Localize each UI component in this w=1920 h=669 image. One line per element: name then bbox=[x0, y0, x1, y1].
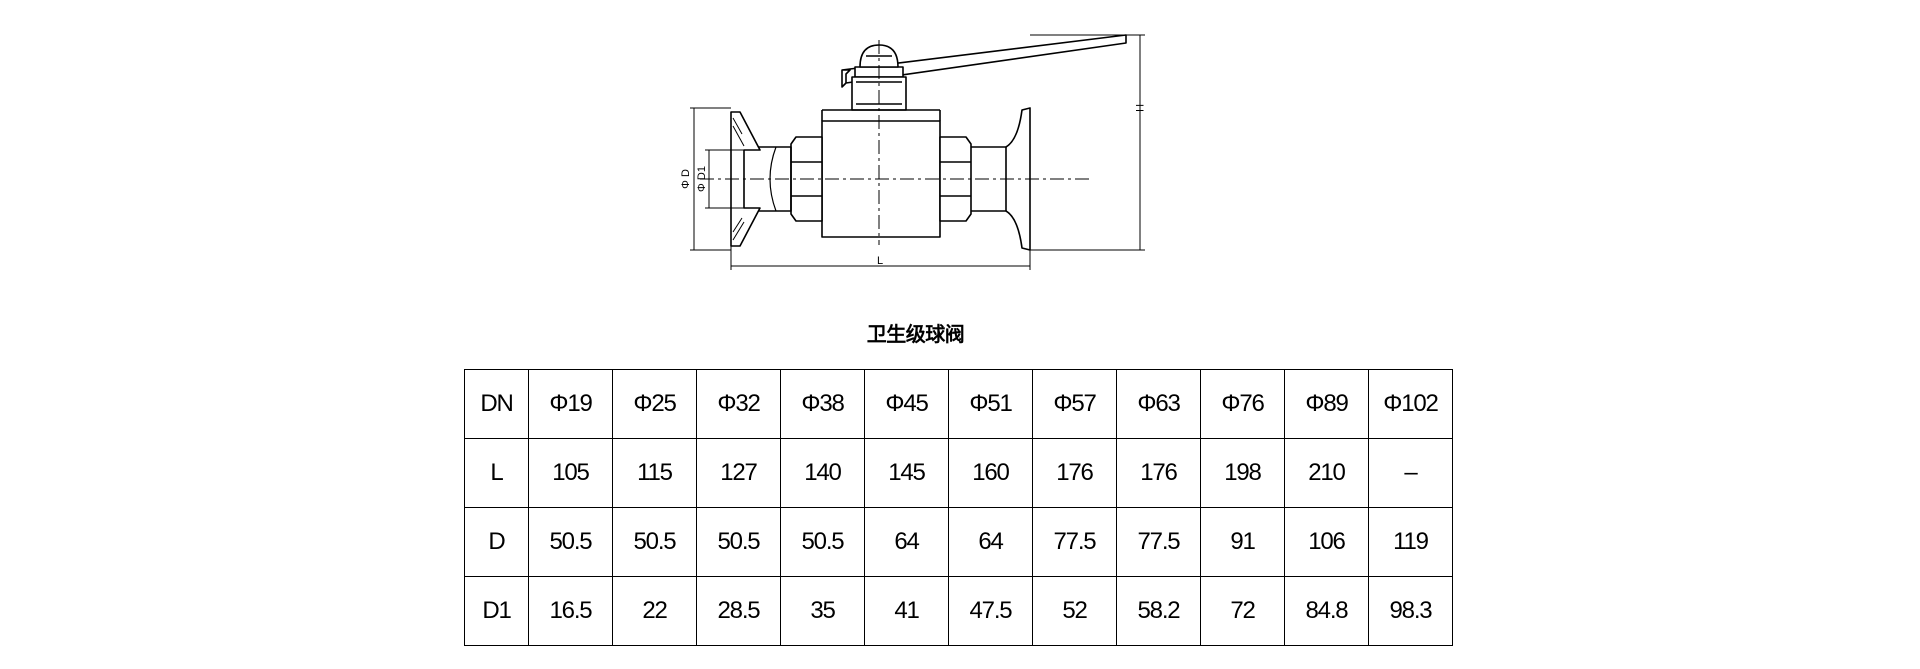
table-cell: 64 bbox=[864, 507, 949, 577]
table-cell: 16.5 bbox=[528, 576, 613, 646]
table-cell: Φ45 bbox=[864, 369, 949, 439]
table-cell: 176 bbox=[1032, 438, 1117, 508]
table-cell: 77.5 bbox=[1116, 507, 1201, 577]
row-header: D bbox=[464, 507, 529, 577]
table-cell: 127 bbox=[696, 438, 781, 508]
inner-diameter-label: Φ D1 bbox=[696, 166, 708, 192]
table-cell: 41 bbox=[864, 576, 949, 646]
table-cell: Φ38 bbox=[780, 369, 865, 439]
table-cell: 58.2 bbox=[1116, 576, 1201, 646]
table-cell: 98.3 bbox=[1368, 576, 1453, 646]
table-cell: 140 bbox=[780, 438, 865, 508]
table-cell: Φ32 bbox=[696, 369, 781, 439]
ball-valve-drawing: H L Φ D Φ D1 bbox=[680, 34, 1145, 270]
table-cell: 176 bbox=[1116, 438, 1201, 508]
table-cell: 115 bbox=[612, 438, 697, 508]
table-title: 卫生级球阀 bbox=[866, 324, 965, 346]
table-cell: 210 bbox=[1284, 438, 1369, 508]
table-cell: 50.5 bbox=[612, 507, 697, 577]
table-cell: 52 bbox=[1032, 576, 1117, 646]
table-cell: 77.5 bbox=[1032, 507, 1117, 577]
table-cell: 106 bbox=[1284, 507, 1369, 577]
table-cell: – bbox=[1368, 438, 1453, 508]
row-header: DN bbox=[464, 369, 529, 439]
table-cell: Φ25 bbox=[612, 369, 697, 439]
length-label: L bbox=[877, 255, 883, 267]
table-cell: Φ63 bbox=[1116, 369, 1201, 439]
table-cell: Φ76 bbox=[1200, 369, 1285, 439]
row-header: D1 bbox=[464, 576, 529, 646]
table-cell: 35 bbox=[780, 576, 865, 646]
left-ferrule bbox=[744, 146, 792, 212]
table-cell: 145 bbox=[864, 438, 949, 508]
table-cell: 50.5 bbox=[528, 507, 613, 577]
table-cell: 64 bbox=[948, 507, 1033, 577]
table-cell: 47.5 bbox=[948, 576, 1033, 646]
height-label: H bbox=[1133, 104, 1145, 112]
table-cell: 160 bbox=[948, 438, 1033, 508]
row-header: L bbox=[464, 438, 529, 508]
table-cell: 105 bbox=[528, 438, 613, 508]
table-cell: Φ57 bbox=[1032, 369, 1117, 439]
table-cell: 28.5 bbox=[696, 576, 781, 646]
handle-lever bbox=[841, 34, 1127, 88]
table-cell: 198 bbox=[1200, 438, 1285, 508]
table-cell: 91 bbox=[1200, 507, 1285, 577]
table-cell: 50.5 bbox=[696, 507, 781, 577]
outer-diameter-label: Φ D bbox=[680, 169, 692, 189]
table-cell: Φ19 bbox=[528, 369, 613, 439]
table-cell: 84.8 bbox=[1284, 576, 1369, 646]
table-cell: 50.5 bbox=[780, 507, 865, 577]
table-cell: Φ51 bbox=[948, 369, 1033, 439]
table-cell: Φ102 bbox=[1368, 369, 1453, 439]
table-cell: 72 bbox=[1200, 576, 1285, 646]
table-cell: 22 bbox=[612, 576, 697, 646]
table-cell: Φ89 bbox=[1284, 369, 1369, 439]
table-cell: 119 bbox=[1368, 507, 1453, 577]
